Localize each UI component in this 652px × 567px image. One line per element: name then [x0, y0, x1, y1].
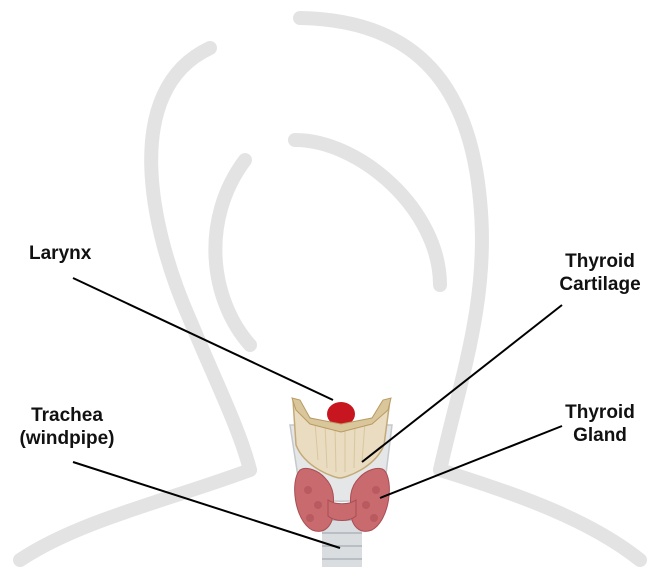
shoulder-left: [20, 470, 250, 560]
label-thyroid-gland: Thyroid Gland: [548, 401, 652, 447]
shoulder-right: [440, 470, 640, 560]
leader-line-larynx: [73, 278, 333, 400]
label-thyroid-cartilage: Thyroid Cartilage: [548, 250, 652, 296]
label-larynx: Larynx: [29, 242, 91, 265]
face-outline-left: [215, 160, 250, 345]
head-outline: [151, 48, 250, 470]
hair-outline-right: [300, 18, 482, 470]
label-trachea: Trachea (windpipe): [12, 404, 122, 450]
face-outline-right: [295, 140, 440, 285]
